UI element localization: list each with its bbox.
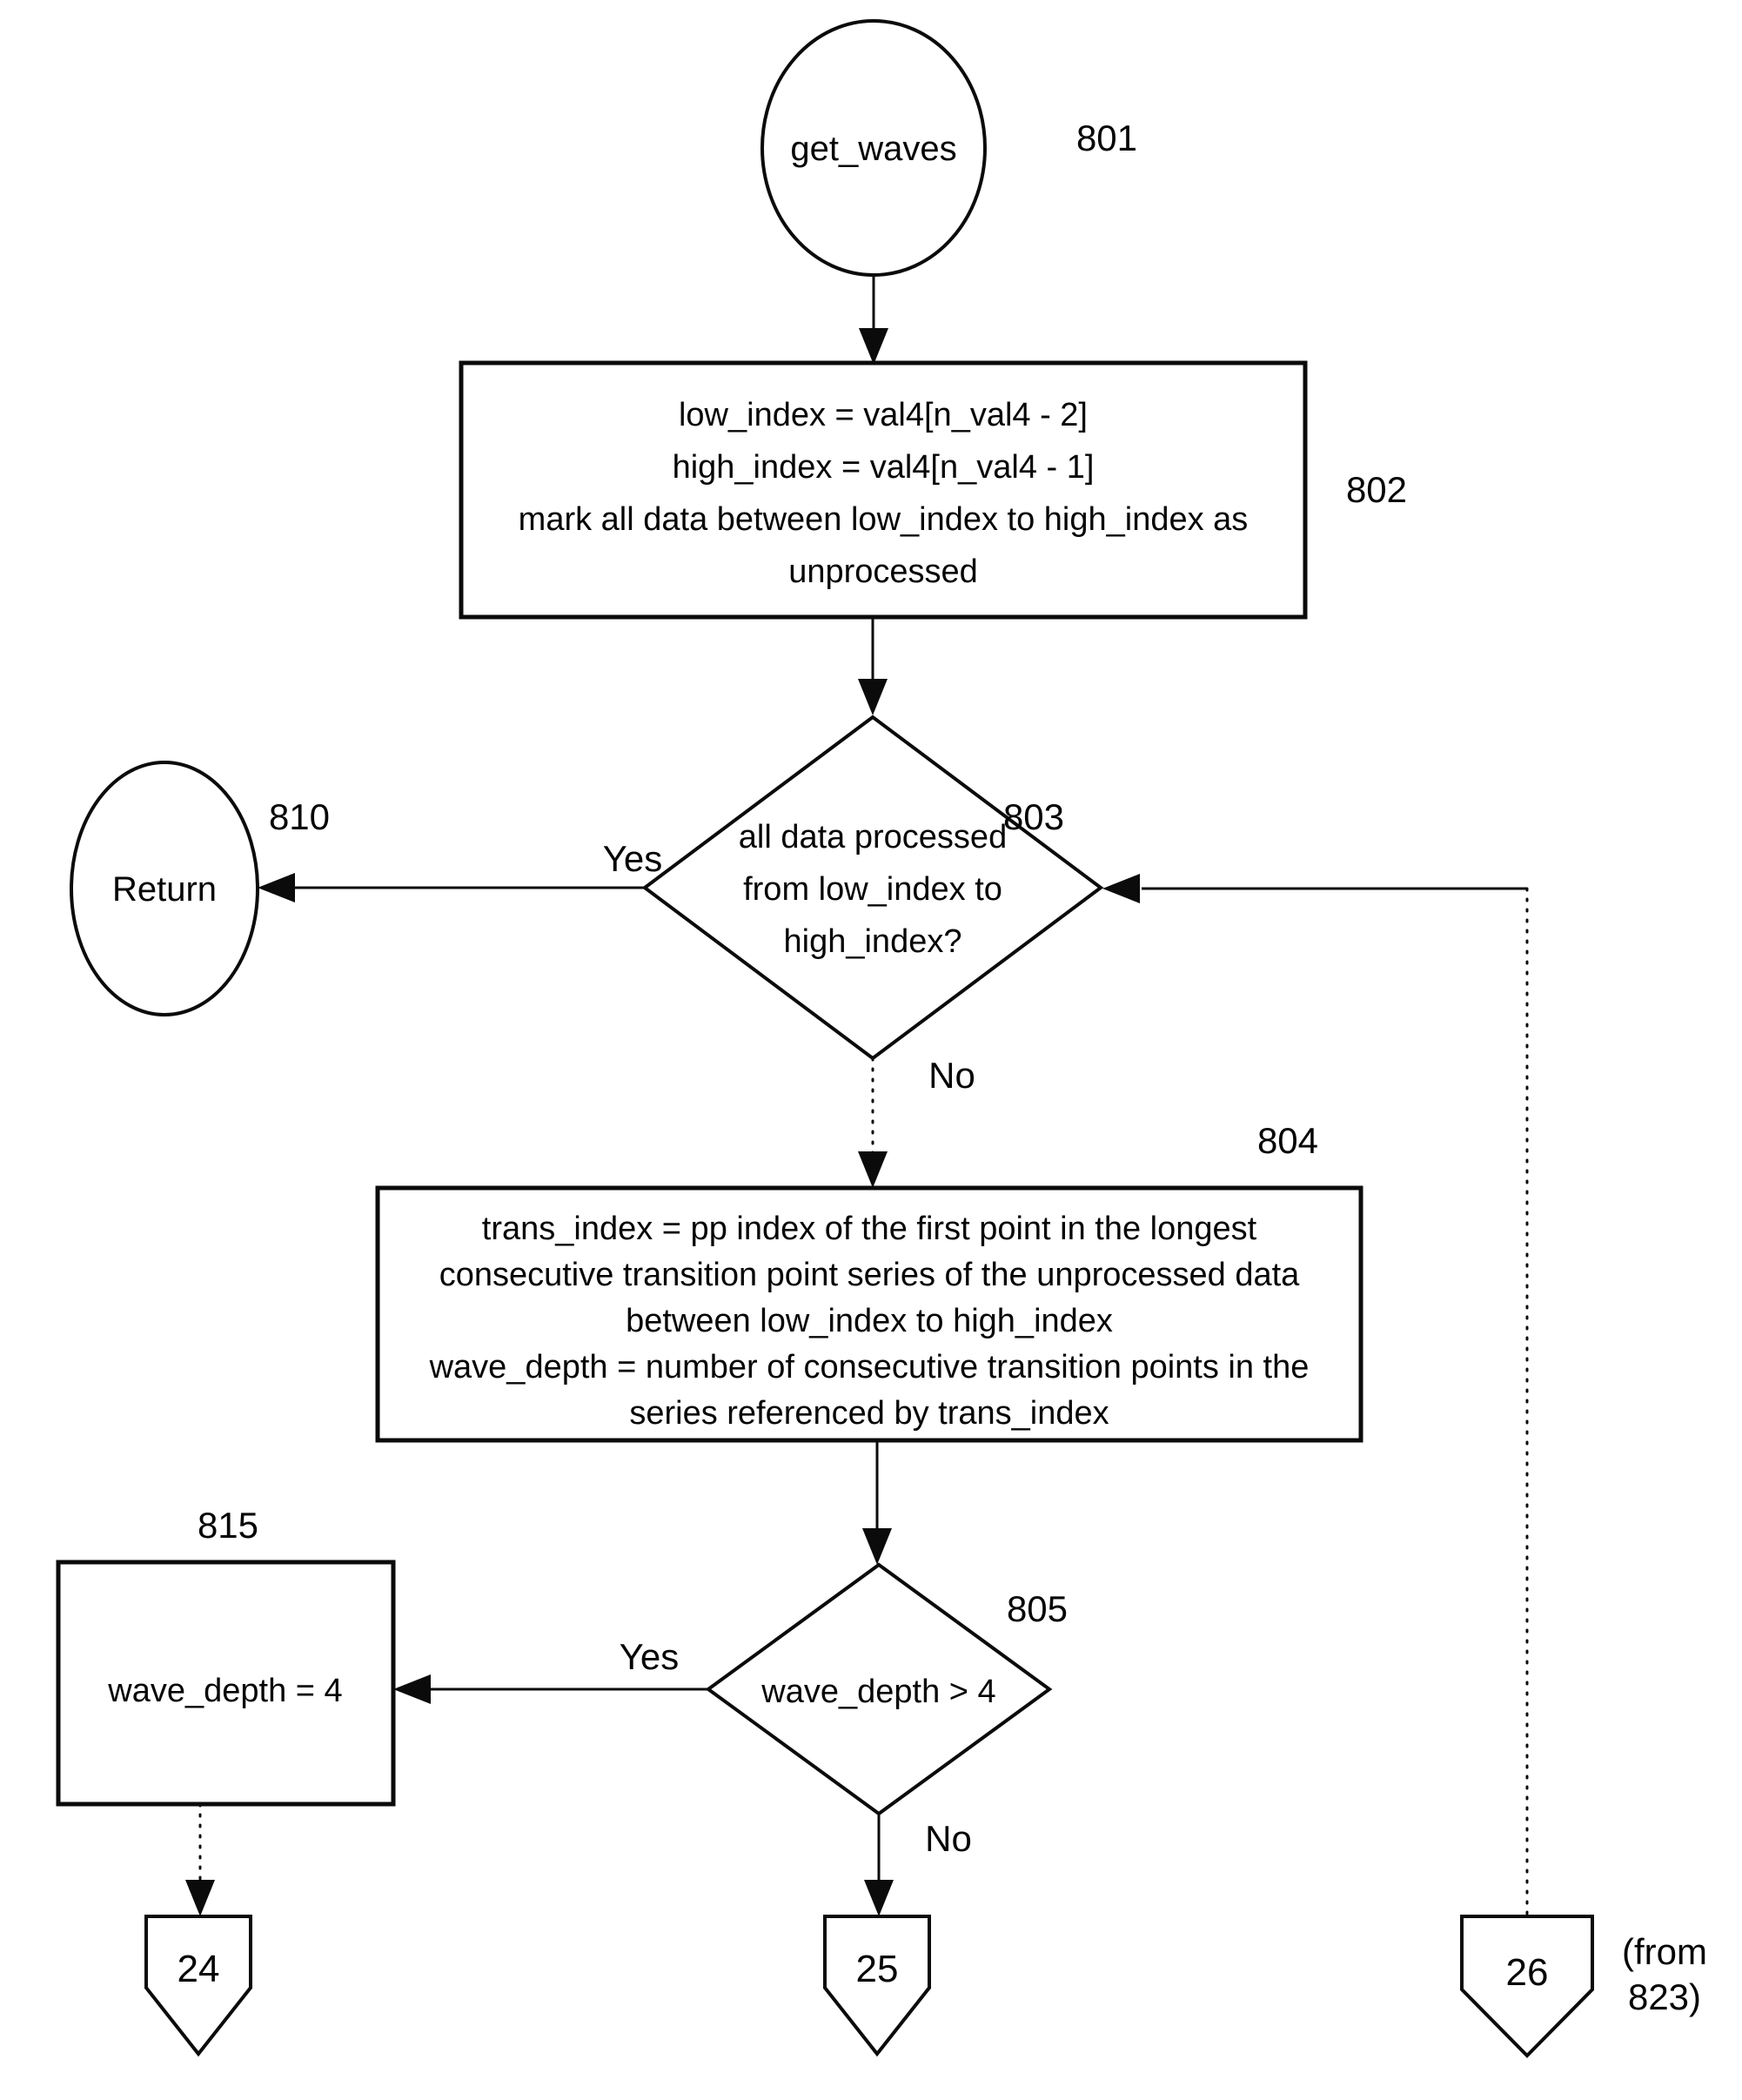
process-cap-depth-box [56, 1560, 396, 1807]
process-init-line-4: unprocessed [788, 554, 978, 590]
process-find-series-line-2: consecutive transition point series of t… [439, 1257, 1300, 1293]
off-page-connector-26 [1460, 1915, 1594, 2058]
ref-label-815: 815 [198, 1505, 258, 1546]
edge-label-yes-805: Yes [620, 1636, 680, 1677]
ref-label-804: 804 [1257, 1120, 1318, 1161]
start-terminal-label: get_waves [790, 130, 956, 168]
off-page-connector-25 [823, 1915, 931, 2057]
edge-label-no-805: No [925, 1818, 972, 1859]
process-init-box [459, 360, 1308, 620]
process-find-series-line-4: wave_depth = number of consecutive trans… [429, 1349, 1310, 1385]
edge-check-depth-no-to-off-page-25 [864, 1814, 894, 1916]
start-terminal-ellipse [760, 19, 987, 277]
off-page-connector-26-note-line-1: (from [1622, 1931, 1707, 1972]
process-init-line-3: mark all data between low_index to high_… [519, 501, 1249, 538]
process-cap-depth-label: wave_depth = 4 [107, 1673, 342, 1709]
edge-cap-depth-to-off-page-24 [185, 1802, 215, 1916]
process-init-line-1: low_index = val4[n_val4 - 2] [679, 397, 1088, 433]
edge-find-series-to-check-depth [862, 1440, 892, 1565]
off-page-connector-26-note-line-2: 823) [1628, 1976, 1701, 2017]
off-page-connector-24 [144, 1915, 252, 2057]
process-find-series-line-3: between low_index to high_index [626, 1303, 1113, 1339]
edge-label-yes-803: Yes [603, 838, 663, 879]
process-find-series-box [375, 1185, 1363, 1443]
off-page-connector-24-label: 24 [178, 1948, 220, 1990]
edge-off-page-26-to-check-processed [1102, 874, 1529, 1916]
process-find-series-line-1: trans_index = pp index of the first poin… [482, 1211, 1257, 1247]
edge-check-processed-yes-to-return [258, 873, 645, 902]
decision-all-processed-line-2: from low_index to [743, 871, 1002, 908]
ref-label-801: 801 [1076, 117, 1137, 158]
edge-check-depth-yes-to-cap-depth [393, 1674, 708, 1704]
decision-all-processed-line-1: all data processed [739, 819, 1007, 855]
decision-wave-depth-diamond [705, 1562, 1053, 1816]
process-init-line-2: high_index = val4[n_val4 - 1] [673, 449, 1095, 486]
ref-label-802: 802 [1346, 469, 1407, 510]
return-terminal-label: Return [112, 870, 217, 909]
off-page-connector-26-label: 26 [1506, 1951, 1549, 1994]
ref-label-803: 803 [1003, 796, 1064, 837]
edge-init-to-check-processed [858, 617, 888, 715]
ref-label-805: 805 [1007, 1588, 1068, 1629]
decision-all-processed-diamond [641, 715, 1104, 1061]
return-terminal-ellipse [70, 761, 259, 1016]
ref-label-810: 810 [269, 796, 330, 837]
edge-check-processed-no-to-find-series [858, 1057, 888, 1188]
decision-all-processed-line-3: high_index? [784, 923, 962, 960]
off-page-connector-25-label: 25 [856, 1948, 899, 1990]
edge-label-no-803: No [928, 1055, 975, 1096]
edge-start-to-init [859, 275, 888, 365]
process-find-series-line-5: series referenced by trans_index [629, 1395, 1109, 1432]
decision-wave-depth-label: wave_depth > 4 [760, 1674, 995, 1710]
